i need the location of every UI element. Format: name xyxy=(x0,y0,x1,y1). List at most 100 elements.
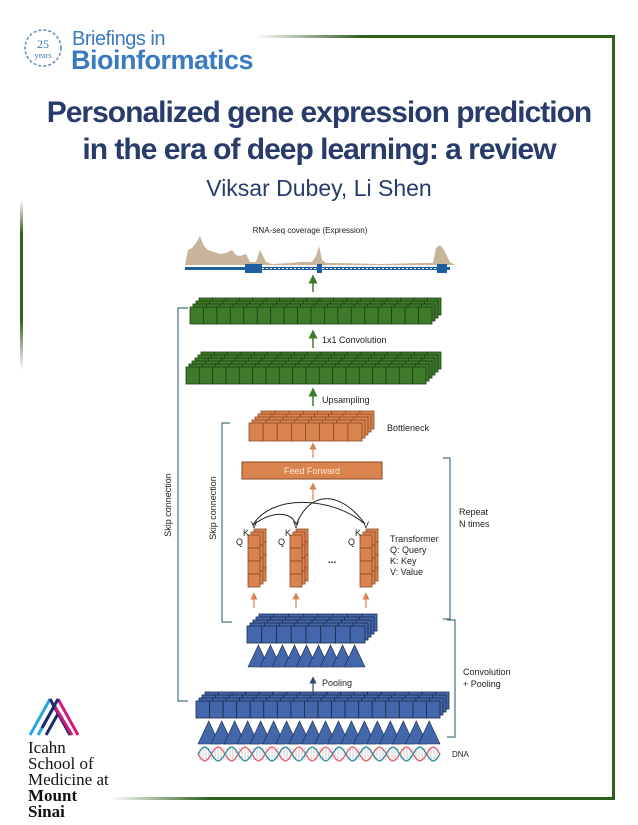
repeat-label-line2: N times xyxy=(459,519,490,529)
feature-cell xyxy=(305,366,320,385)
feature-cell xyxy=(262,422,278,442)
gene-model-track xyxy=(185,264,450,273)
feature-cell xyxy=(398,700,414,719)
skip-connection-inner-bracket xyxy=(221,422,232,623)
institution-line5: Sinai xyxy=(28,802,65,821)
token-cell xyxy=(359,560,373,575)
feature-cell xyxy=(317,700,332,719)
label-v: V xyxy=(363,520,369,530)
token-cell xyxy=(359,573,373,588)
feature-cell xyxy=(270,306,285,325)
frame-border-top xyxy=(255,35,615,38)
feature-cell xyxy=(305,422,321,442)
feature-cell xyxy=(203,306,218,325)
upsampling-label: Upsampling xyxy=(322,395,370,405)
label-q: Q xyxy=(278,537,285,547)
frame-border-right xyxy=(612,35,615,800)
feed-forward-block xyxy=(241,461,383,480)
skip-connection-outer-label: Skip connection xyxy=(163,473,173,537)
journal-name-line1: Briefings in xyxy=(72,28,165,50)
token-cell xyxy=(289,534,303,549)
title-line-1: Personalized gene expression prediction xyxy=(46,96,593,129)
feature-cell xyxy=(305,625,322,644)
feature-cell xyxy=(297,306,312,325)
feature-cell xyxy=(377,306,393,325)
feature-cell xyxy=(331,700,346,719)
institution-line3: Medicine at xyxy=(28,770,109,789)
feature-cell xyxy=(256,306,272,325)
skip-connection-outer-bracket xyxy=(177,307,188,702)
conv1x1-label: 1x1 Convolution xyxy=(322,335,387,345)
repeat-label-line1: Repeat xyxy=(459,507,489,517)
transformer-token-column: QKV xyxy=(278,520,309,588)
feature-cell xyxy=(310,306,325,325)
feature-cell xyxy=(347,422,363,442)
feature-cell xyxy=(332,366,347,385)
feature-cell xyxy=(229,306,245,325)
feature-cell xyxy=(364,306,379,325)
feature-cell xyxy=(345,366,360,385)
token-cell xyxy=(289,573,303,588)
feature-cell xyxy=(371,700,387,719)
feature-cell xyxy=(283,306,298,325)
feature-cell xyxy=(261,625,277,644)
ellipsis: ... xyxy=(328,555,337,566)
feature-cell xyxy=(372,366,387,385)
token-cell xyxy=(247,560,261,575)
output-feature-map xyxy=(189,297,442,325)
bottleneck-feature-map xyxy=(248,410,375,442)
feature-cell xyxy=(385,700,400,719)
bottleneck-label: Bottleneck xyxy=(387,423,430,433)
feature-cell xyxy=(290,422,306,442)
feature-cell xyxy=(426,700,441,719)
feature-cell xyxy=(385,366,400,385)
svg-text:25: 25 xyxy=(37,37,49,51)
dna-helix xyxy=(197,746,441,762)
feature-cell xyxy=(276,422,292,442)
rna-seq-label: RNA-seq coverage (Expression) xyxy=(253,226,368,235)
pooled-feature-map xyxy=(246,613,378,644)
feature-cell xyxy=(319,422,335,442)
token-cell xyxy=(247,534,261,549)
article-title: Personalized gene expression prediction … xyxy=(0,94,638,168)
feature-cell xyxy=(222,700,238,719)
institution-line1: Icahn xyxy=(28,738,66,757)
feature-cell xyxy=(243,306,258,325)
rna-coverage-track xyxy=(185,236,455,265)
transformer-token-column: QKV xyxy=(236,520,267,588)
feature-cell xyxy=(292,366,307,385)
feature-cell xyxy=(238,366,254,385)
feature-cell xyxy=(248,422,264,442)
convolution-label-line2: + Pooling xyxy=(463,679,501,689)
transformer-label: Transformer xyxy=(390,534,439,544)
conv-kernel xyxy=(418,720,441,745)
feature-cell xyxy=(412,700,427,719)
feature-cell xyxy=(185,366,200,385)
feature-cell xyxy=(349,625,366,644)
feature-cell xyxy=(412,366,427,385)
feature-cell xyxy=(337,306,352,325)
feature-cell xyxy=(333,422,349,442)
feature-cell xyxy=(249,700,265,719)
pooling-label: Pooling xyxy=(322,678,352,688)
feature-cell xyxy=(252,366,267,385)
feature-cell xyxy=(290,625,307,644)
svg-text:years: years xyxy=(35,51,52,60)
feature-cell xyxy=(391,306,406,325)
feature-cell xyxy=(209,700,224,719)
dna-strand xyxy=(197,746,441,762)
token-cell xyxy=(289,547,303,562)
label-q: Q xyxy=(348,537,355,547)
feature-cell xyxy=(225,366,240,385)
feature-cell xyxy=(398,366,414,385)
conv-layer-feature-map xyxy=(195,691,450,719)
label-k: K xyxy=(355,528,361,538)
feature-cell xyxy=(195,700,210,719)
key-definition: K: Key xyxy=(390,556,417,566)
anniversary-wreath-icon: 25 years xyxy=(24,29,62,67)
feature-cell xyxy=(324,306,339,325)
feature-cell xyxy=(418,306,433,325)
feature-cell xyxy=(320,625,336,644)
institution-line4: Mount xyxy=(28,786,78,805)
convolution-bracket xyxy=(447,619,456,738)
